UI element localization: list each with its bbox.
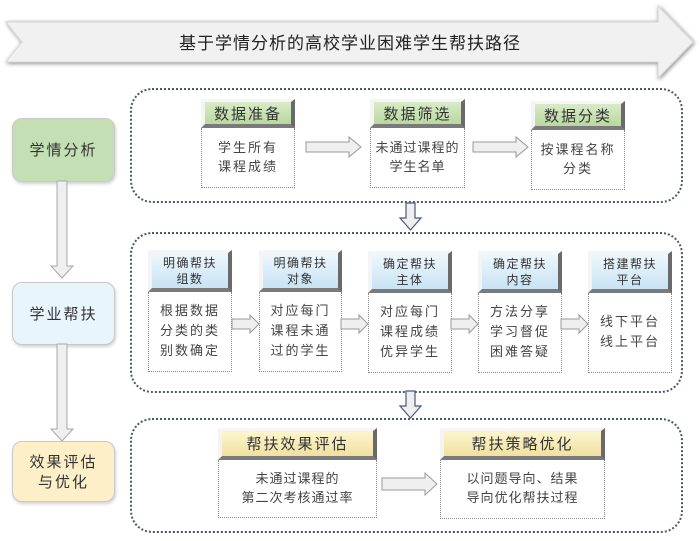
card-define-support-targets: 明确帮扶 对象 对应每门 课程未通 过的学生: [259, 250, 342, 372]
card-header: 明确帮扶 对象: [259, 250, 342, 292]
card-body: 对应每门 课程未通 过的学生: [259, 292, 342, 372]
phase-label: 学情分析: [29, 141, 98, 159]
right-arrow-p1-1: [305, 135, 362, 159]
card-body: 学生所有 课程成绩: [201, 128, 295, 188]
card-header: 确定帮扶 内容: [478, 251, 562, 293]
card-define-support-providers: 确定帮扶 主体 对应每门 课程成绩 优异学生: [368, 251, 452, 373]
down-arrow-phase2-to-phase3: [49, 343, 75, 442]
card-data-classification: 数据分类 按课程名称 分类: [531, 101, 625, 190]
card-header: 确定帮扶 主体: [368, 251, 452, 293]
panel-evaluation-optimization: [130, 418, 683, 533]
card-header: 明确帮扶 组数: [148, 250, 232, 292]
down-arrow-phase1-to-phase2: [49, 180, 75, 279]
card-header: 搭建帮扶 平台: [588, 251, 672, 293]
phase-label: 学业帮扶: [29, 304, 98, 323]
panel-learning-analysis: [130, 88, 683, 203]
card-body: 对应每门 课程成绩 优异学生: [368, 293, 452, 373]
phase-box-academic-support: 学业帮扶: [12, 282, 115, 345]
card-data-preparation: 数据准备 学生所有 课程成绩: [201, 99, 295, 188]
card-header: 数据分类: [531, 101, 625, 130]
card-header: 帮扶策略优化: [440, 428, 605, 460]
phase-box-evaluation-optimization: 效果评估 与优化: [12, 441, 115, 502]
card-body: 根据数据 分类的类 别数确定: [148, 292, 232, 372]
right-arrow-p2-1: [231, 313, 260, 335]
right-arrow-p2-3: [450, 313, 479, 335]
card-body: 线下平台 线上平台: [588, 293, 672, 373]
down-arrow-panel2-to-panel3: [398, 390, 423, 419]
card-define-group-count: 明确帮扶 组数 根据数据 分类的类 别数确定: [148, 250, 232, 372]
right-arrow-p2-2: [340, 313, 369, 335]
card-header: 帮扶效果评估: [218, 428, 377, 460]
card-define-support-content: 确定帮扶 内容 方法分享 学习督促 困难答疑: [478, 251, 562, 373]
card-support-strategy-optimization: 帮扶策略优化 以问题导向、结果 导向优化帮扶过程: [440, 428, 605, 519]
card-body: 未通过课程的 第二次考核通过率: [218, 460, 377, 518]
phase-box-learning-analysis: 学情分析: [12, 118, 115, 182]
right-arrow-p3-1: [381, 471, 438, 497]
right-arrow-p2-4: [560, 313, 589, 335]
card-data-screening: 数据筛选 未通过课程的 学生名单: [370, 99, 465, 188]
right-arrow-p1-2: [472, 135, 529, 159]
card-header: 数据筛选: [370, 99, 465, 128]
card-body: 以问题导向、结果 导向优化帮扶过程: [440, 460, 605, 519]
card-support-effect-evaluation: 帮扶效果评估 未通过课程的 第二次考核通过率: [218, 428, 377, 518]
title-banner-arrow: [4, 4, 694, 80]
card-header: 数据准备: [201, 99, 295, 128]
card-build-support-platform: 搭建帮扶 平台 线下平台 线上平台: [588, 251, 672, 373]
down-arrow-panel1-to-panel2: [398, 202, 423, 231]
diagram-title: 基于学情分析的高校学业困难学生帮扶路径: [179, 34, 521, 54]
card-body: 未通过课程的 学生名单: [370, 128, 465, 188]
card-body: 方法分享 学习督促 困难答疑: [478, 293, 562, 373]
phase-label: 效果评估 与优化: [29, 452, 98, 491]
card-body: 按课程名称 分类: [531, 130, 625, 190]
